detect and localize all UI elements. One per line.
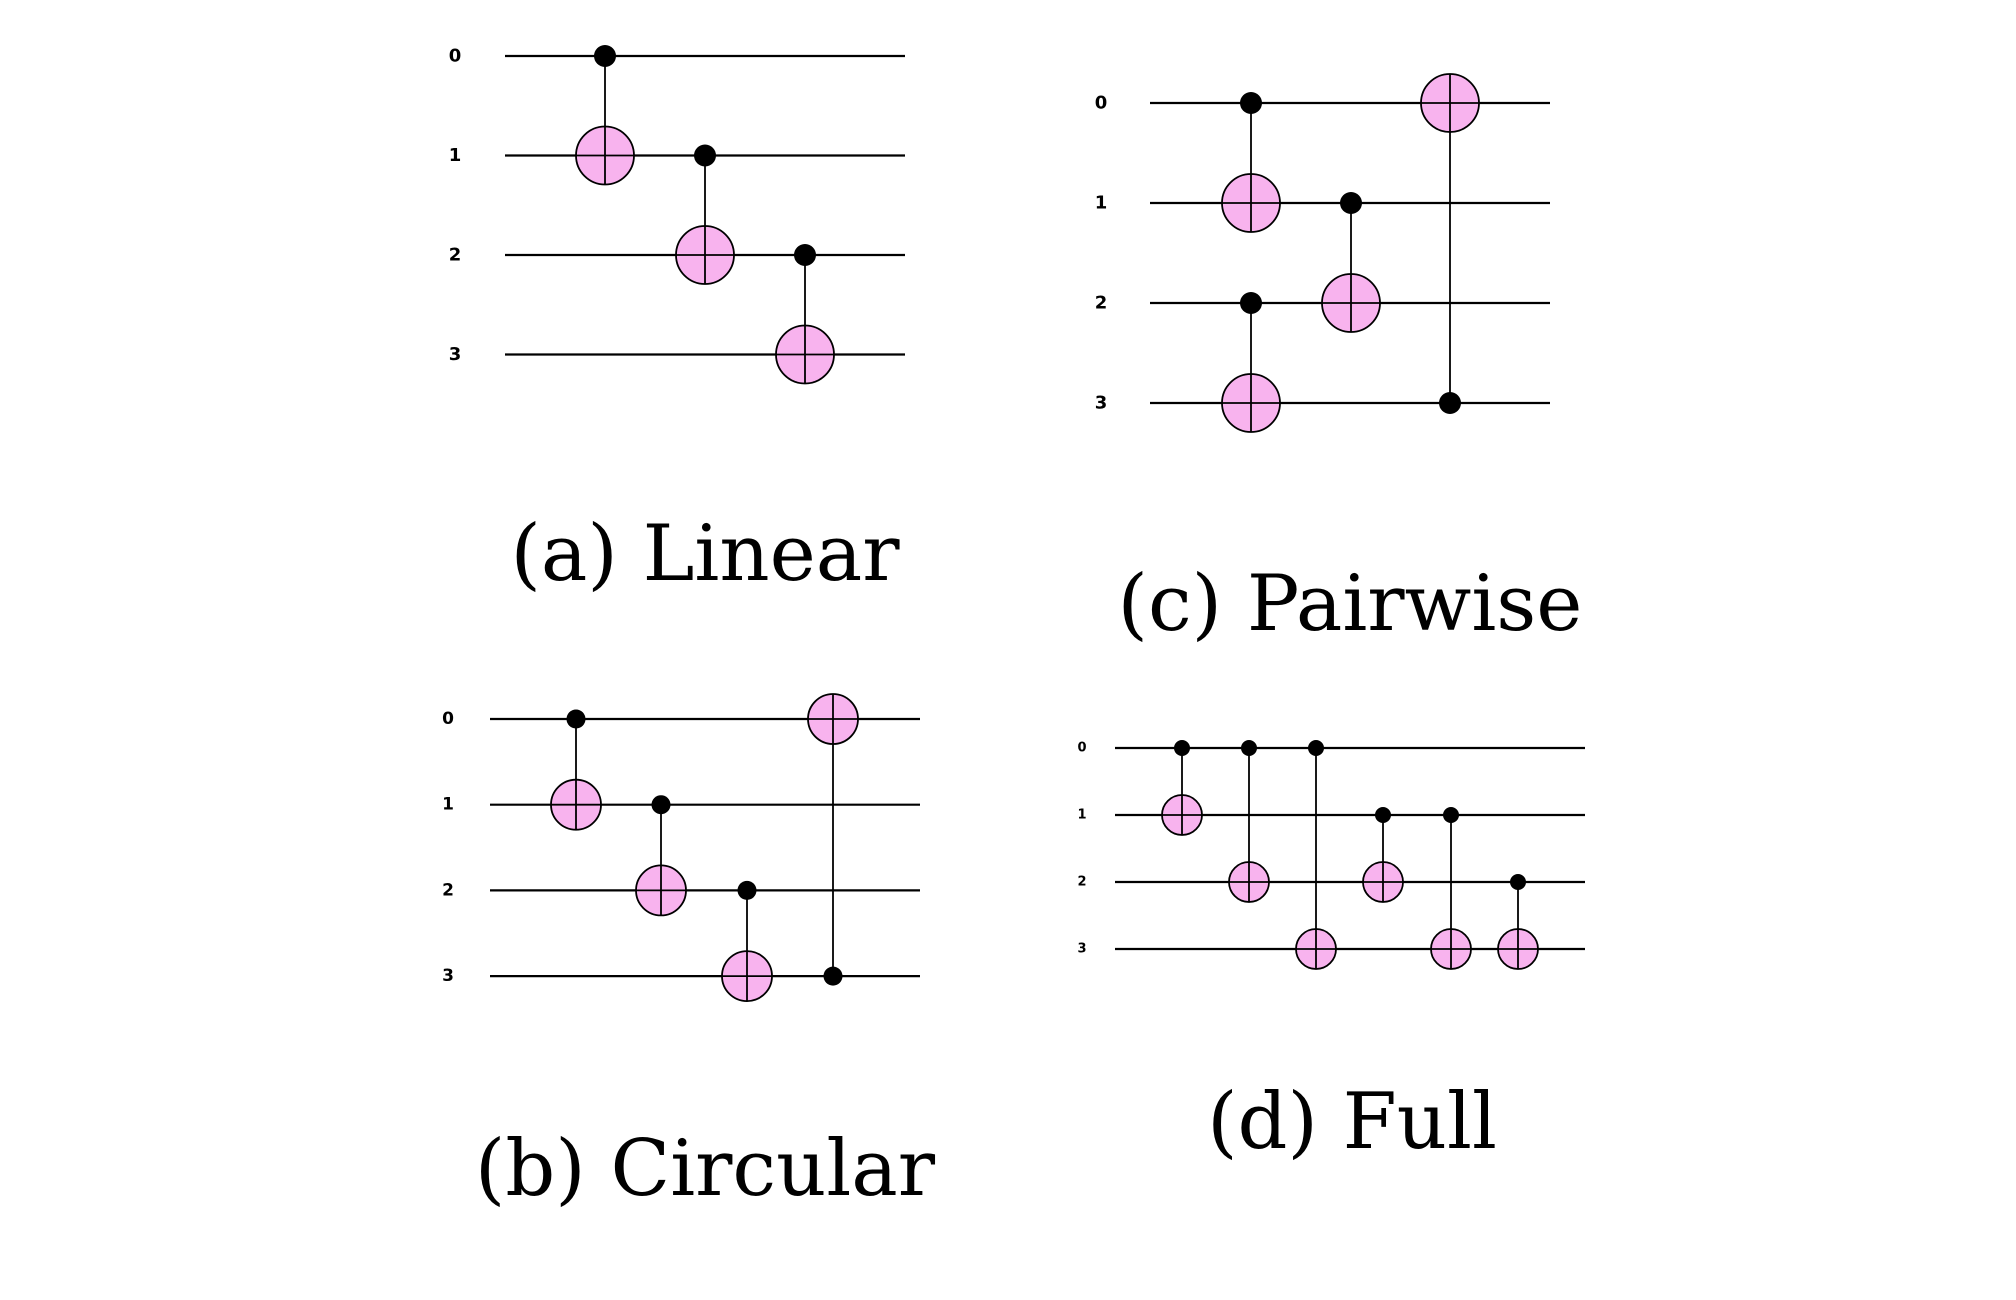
qubit-label: 2: [442, 880, 454, 900]
control-dot: [566, 709, 586, 729]
target-xor-icon: [1221, 373, 1281, 433]
qubit-label: 2: [1077, 875, 1086, 890]
qubit-label: 0: [449, 46, 462, 67]
qubit-label: 2: [1095, 293, 1108, 314]
control-dot: [1240, 292, 1262, 314]
target-xor-icon: [1497, 928, 1539, 970]
cnot-gate: [675, 144, 735, 285]
qubit-label: 2: [449, 245, 462, 266]
qubit-label: 1: [1077, 808, 1086, 823]
qubit-label: 0: [1077, 741, 1086, 756]
control-dot: [594, 45, 616, 67]
cnot-gate: [1497, 874, 1539, 970]
target-xor-icon: [1221, 173, 1281, 233]
control-dot: [651, 795, 671, 815]
control-dot: [1241, 740, 1257, 756]
target-xor-icon: [1161, 794, 1203, 836]
target-xor-icon: [1295, 928, 1337, 970]
qubit-label: 3: [1095, 393, 1108, 414]
cnot-gate: [1420, 73, 1480, 414]
control-dot: [1308, 740, 1324, 756]
control-dot: [694, 144, 716, 167]
target-xor-icon: [1228, 861, 1270, 903]
control-dot: [1510, 874, 1526, 890]
panel-caption: (c) Pairwise: [1118, 559, 1583, 649]
target-xor-icon: [550, 778, 602, 831]
target-xor-icon: [1362, 861, 1404, 903]
target-xor-icon: [1321, 273, 1381, 333]
target-xor-icon: [675, 225, 735, 285]
control-dot: [737, 880, 757, 900]
control-dot: [823, 966, 843, 986]
target-xor-icon: [575, 125, 635, 186]
panel-caption: (a) Linear: [510, 509, 900, 599]
cnot-gate: [721, 880, 773, 1002]
target-xor-icon: [1430, 928, 1472, 970]
control-dot: [1439, 392, 1461, 414]
cnot-gate: [1221, 92, 1281, 233]
cnot-gate: [1321, 192, 1381, 333]
cnot-gate: [807, 693, 859, 986]
qubit-label: 1: [449, 145, 462, 166]
cnot-gate: [1228, 740, 1270, 903]
qubit-label: 0: [442, 709, 454, 729]
cnot-gate: [1362, 807, 1404, 903]
cnot-gate: [1161, 740, 1203, 836]
control-dot: [1340, 192, 1362, 214]
cnot-gate: [1295, 740, 1337, 970]
qubit-label: 3: [1077, 942, 1086, 957]
qubit-label: 3: [442, 966, 454, 986]
control-dot: [1240, 92, 1262, 114]
qubit-label: 0: [1095, 93, 1108, 114]
control-dot: [1443, 807, 1459, 823]
control-dot: [1174, 740, 1190, 756]
cnot-gate: [1430, 807, 1472, 970]
control-dot: [794, 244, 816, 266]
cnot-gate: [1221, 292, 1281, 433]
cnot-gate: [775, 244, 835, 385]
target-xor-icon: [775, 324, 835, 385]
target-xor-icon: [635, 864, 687, 917]
panel-caption: (d) Full: [1207, 1077, 1497, 1167]
circuit-panel-b: 0 1 2 3: [442, 693, 920, 1002]
circuit-panel-d: 0 1 2 3: [1077, 740, 1585, 970]
cnot-gate: [550, 709, 602, 831]
control-dot: [1375, 807, 1391, 823]
cnot-gate: [635, 795, 687, 917]
circuit-panel-c: 0 1 2 3: [1095, 73, 1550, 433]
circuit-panel-a: 0 1 2 3: [449, 45, 905, 385]
panel-caption: (b) Circular: [475, 1124, 936, 1214]
target-xor-icon: [807, 693, 859, 745]
cnot-gate: [575, 45, 635, 186]
qubit-label: 3: [449, 344, 462, 365]
qubit-label: 1: [442, 795, 454, 815]
qubit-label: 1: [1095, 193, 1108, 214]
target-xor-icon: [1420, 73, 1480, 133]
target-xor-icon: [721, 950, 773, 1002]
